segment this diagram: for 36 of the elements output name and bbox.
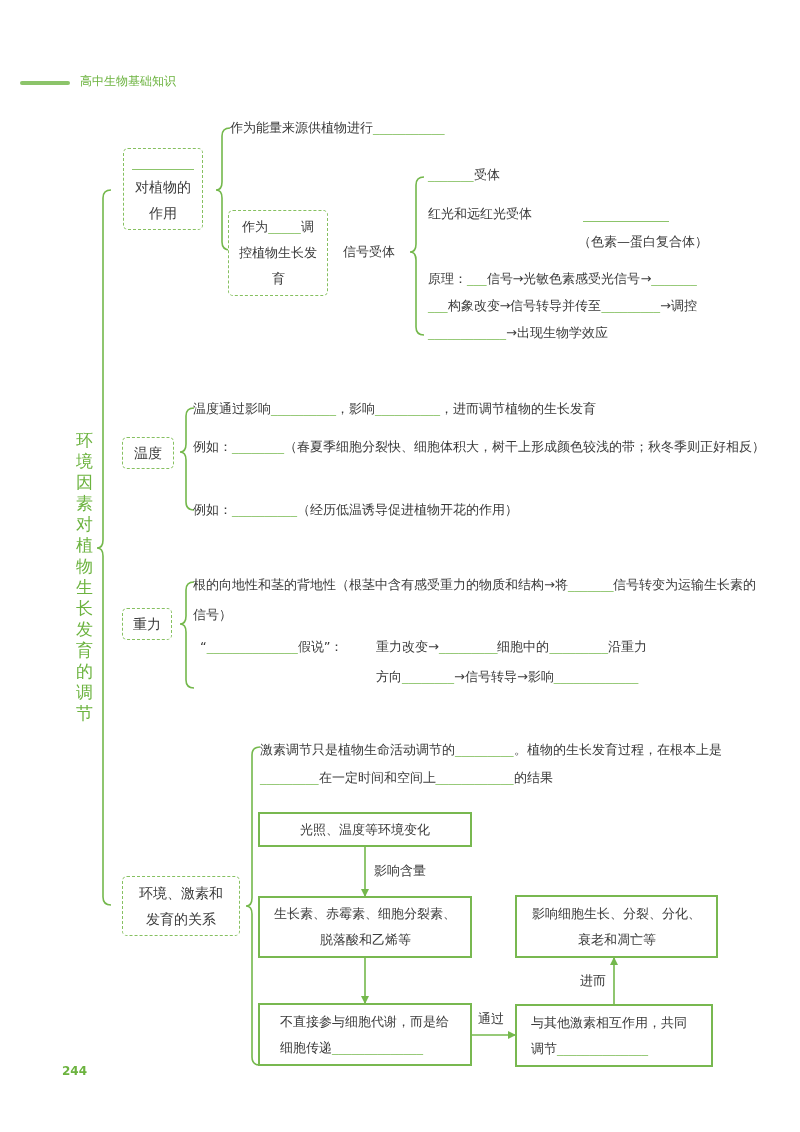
dashed-box: 环境、激素和发育的关系 [122,876,240,936]
process-box: 与其他激素相互作用，共同调节______________ [515,1004,713,1067]
edge-label: 进而 [578,972,608,990]
note-text: 方向________→信号转导→影响_____________ [376,668,640,686]
branch-label: 信号受体 [343,243,396,261]
note-text: ___构象改变→信号转导并传至_________→调控 [428,297,698,315]
arrow [610,957,618,1005]
note-text: 温度通过影响__________，影响__________，进而调节植物的生长发育 [193,400,597,418]
note-text: 例如：__________（经历低温诱导促进植物开花的作用） [193,501,519,519]
note-text: 例如：________（春夏季细胞分裂快、细胞体积大，树干上形成颜色较浅的带；秋冬季则正好相反） [193,438,766,456]
note-text: 根的向地性和茎的背地性（根茎中含有感受重力的物质和结构→将_______信号转变为运输生长素的信号） [193,576,758,624]
process-box: 光照、温度等环境变化 [258,812,472,847]
note-text: “______________假说”： [200,638,345,656]
page-number: 244 [62,1063,89,1080]
note-text: 重力改变→_________细胞中的_________沿重力 [376,638,648,656]
note-text: _______受体 [428,166,501,184]
header-text: 高中生物基础知识 [80,73,177,90]
process-box: 不直接参与细胞代谢，而是给细胞传递______________ [258,1003,472,1066]
note-text: 原理：___信号→光敏色素感受光信号→_______ [428,270,698,288]
process-box: 影响细胞生长、分裂、分化、衰老和凋亡等 [515,895,718,958]
root-title: 环境因素对植物生长发育的调节 [74,430,94,724]
dashed-box: 对植物的作用 [123,148,203,230]
dashed-box: 温度 [122,437,174,469]
note-text: （色素—蛋白复合体） [578,233,709,251]
edge-label: 影响含量 [372,862,428,880]
dashed-box: 作为_____调控植物生长发育 [228,210,328,296]
arrow [471,1031,516,1039]
process-box: 生长素、赤霉素、细胞分裂素、脱落酸和乙烯等 [258,896,472,958]
note-text: 激素调节只是植物生命活动调节的_________。植物的生长发育过程，在根本上是_________在一定时间和空间上____________的结果 [260,741,723,787]
note-text: ____________→出现生物学效应 [428,324,609,342]
dashed-box: 重力 [122,608,172,640]
edge-label: 通过 [476,1010,506,1028]
note-text: 作为能量来源供植物进行___________ [230,119,446,137]
arrow [361,846,369,897]
note-text: 红光和远红光受体 [428,205,533,223]
arrow [361,957,369,1004]
